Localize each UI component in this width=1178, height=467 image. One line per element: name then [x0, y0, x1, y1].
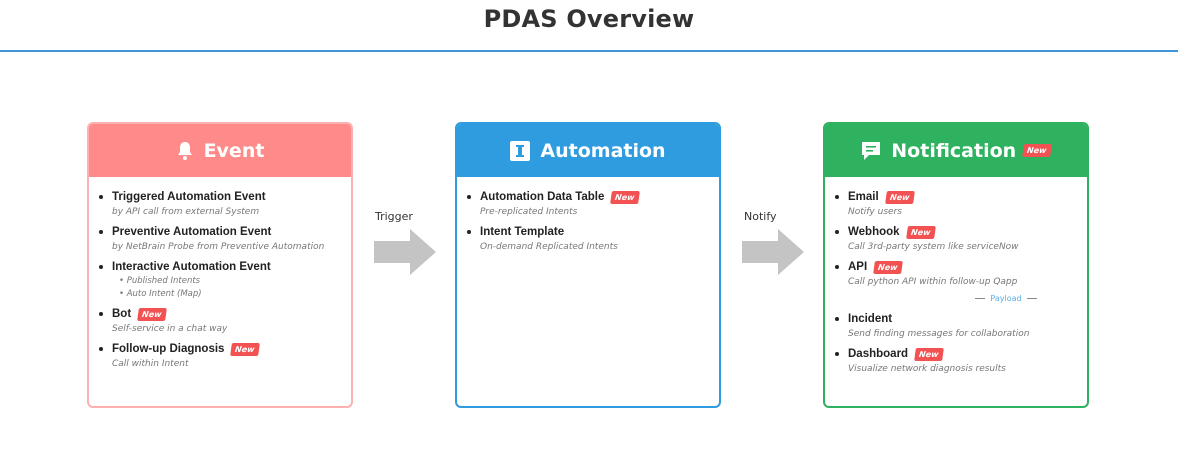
notify-arrow [742, 229, 804, 275]
intent-icon [510, 140, 531, 161]
item-desc: Call python API within follow-up Qapp [848, 277, 1018, 287]
new-badge: New [914, 347, 944, 361]
item-desc: Visualize network diagnosis results [848, 364, 1006, 374]
item-label: API [848, 261, 868, 273]
new-badge: New [873, 260, 903, 274]
list-item: Dashboard New Visualize network diagnosi… [835, 346, 1077, 376]
item-desc: Call within Intent [112, 359, 189, 369]
payload-divider: Payload [935, 294, 1077, 303]
page-title: PDAS Overview [483, 5, 695, 33]
event-card-header: Event [89, 124, 351, 177]
list-item: Bot New Self-service in a chat way [99, 306, 341, 336]
notification-card-header: Notification New [825, 124, 1087, 177]
item-desc: Notify users [848, 207, 902, 217]
item-label: Preventive Automation Event [112, 226, 272, 238]
event-card-title: Event [203, 139, 265, 162]
item-label: Follow-up Diagnosis [112, 343, 225, 355]
list-item: Interactive Automation Event • Published… [99, 259, 341, 301]
item-label: Webhook [848, 226, 900, 238]
item-desc: Self-service in a chat way [112, 324, 228, 334]
item-desc: On-demand Replicated Intents [480, 242, 618, 252]
notify-label: Notify [744, 210, 777, 223]
title-divider [0, 50, 1178, 52]
item-label: Intent Template [480, 226, 565, 238]
automation-card-header: Automation [457, 124, 719, 177]
trigger-label: Trigger [375, 210, 413, 223]
bell-icon [176, 141, 194, 161]
list-item: Email New Notify users [835, 189, 1077, 219]
new-badge: New [1022, 144, 1052, 157]
item-label: Automation Data Table [480, 191, 605, 203]
sub-item: • Auto Intent (Map) [119, 289, 202, 299]
item-desc: Call 3rd-party system like serviceNow [848, 242, 1019, 252]
item-desc: by NetBrain Probe from Preventive Automa… [112, 242, 325, 252]
list-item: Preventive Automation Event by NetBrain … [99, 224, 341, 254]
event-card: Event Triggered Automation Event by API … [87, 122, 353, 408]
list-item: Incident Send finding messages for colla… [835, 311, 1077, 341]
list-item: Follow-up Diagnosis New Call within Inte… [99, 341, 341, 371]
new-badge: New [137, 307, 167, 321]
list-item: API New Call python API within follow-up… [835, 259, 1077, 289]
payload-label: Payload [990, 294, 1022, 303]
item-desc: by API call from external System [112, 207, 260, 217]
new-badge: New [884, 190, 915, 204]
notification-card-title: Notification [891, 139, 1017, 162]
item-desc: Pre-replicated Intents [480, 207, 578, 217]
item-label: Bot [112, 308, 132, 320]
list-item: Webhook New Call 3rd-party system like s… [835, 224, 1077, 254]
sub-item: • Published Intents [119, 276, 201, 286]
item-desc: Send finding messages for collaboration [848, 329, 1030, 339]
message-icon [861, 141, 881, 161]
item-label: Incident [848, 313, 893, 325]
item-label: Email [848, 191, 879, 203]
list-item: Automation Data Table New Pre-replicated… [467, 189, 709, 219]
item-label: Triggered Automation Event [112, 191, 266, 203]
automation-card: Automation Automation Data Table New Pre… [455, 122, 721, 408]
list-item: Triggered Automation Event by API call f… [99, 189, 341, 219]
trigger-arrow [374, 229, 436, 275]
item-label: Dashboard [848, 348, 909, 360]
new-badge: New [905, 225, 935, 239]
item-label: Interactive Automation Event [112, 261, 271, 273]
list-item: Intent Template On-demand Replicated Int… [467, 224, 709, 254]
automation-card-title: Automation [540, 139, 666, 162]
notification-card: Notification New Email New Notify users … [823, 122, 1089, 408]
new-badge: New [230, 342, 260, 356]
new-badge: New [610, 190, 640, 204]
